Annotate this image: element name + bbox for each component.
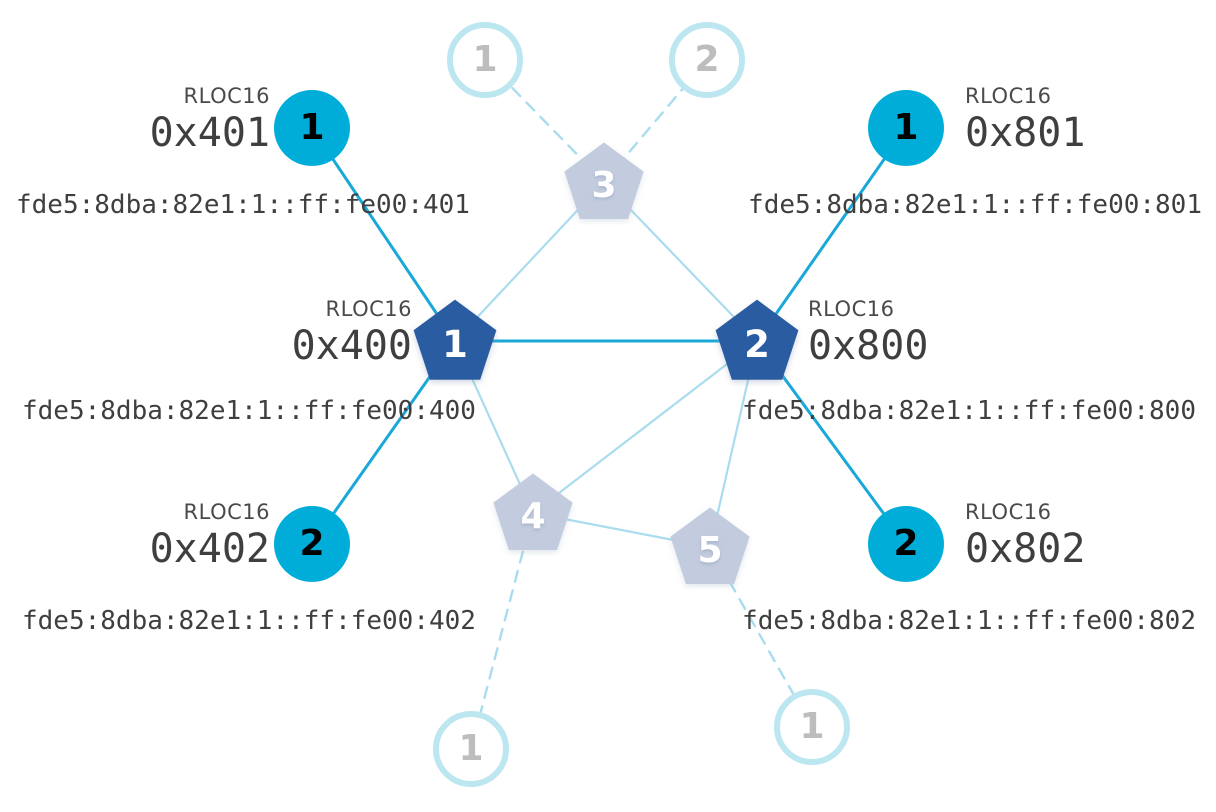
rloc16-caption: RLOC16 (965, 500, 1052, 524)
edge-c801-r800 (755, 126, 908, 343)
router-node-faded-4[interactable]: 4 (490, 470, 576, 556)
ipv6-address-0x802: fde5:8dba:82e1:1::ff:fe00:802 (742, 606, 1196, 636)
pentagon-icon (413, 299, 497, 380)
child-node-0x802[interactable]: 2 (868, 506, 944, 582)
router-node-faded-3[interactable]: 3 (561, 139, 647, 225)
router-number: 3 (591, 164, 617, 206)
pentagon-icon (715, 299, 799, 380)
ghost-number: 2 (694, 39, 720, 80)
child-number: 1 (893, 107, 919, 148)
edge-r800-r4 (531, 339, 759, 515)
ghost-child-bottom-1[interactable]: 1 (433, 711, 509, 787)
router-number: 2 (744, 322, 770, 366)
rloc16-caption: RLOC16 (965, 84, 1052, 108)
rloc16-caption: RLOC16 (808, 297, 895, 321)
edge-r4-g-bottom-1 (469, 511, 535, 751)
rloc16-caption: RLOC16 (183, 500, 270, 524)
router-node-0x800[interactable]: 2 (712, 296, 802, 386)
rloc16-value: 0x400 (291, 323, 412, 369)
label-0x400: RLOC16 0x400 (292, 299, 412, 369)
ghost-number: 1 (472, 39, 498, 80)
rloc16-value: 0x800 (808, 323, 929, 369)
child-node-0x401[interactable]: 1 (274, 90, 350, 166)
label-0x801: RLOC16 0x801 (965, 86, 1085, 156)
rloc16-value: 0x802 (965, 526, 1086, 572)
ghost-child-top-2[interactable]: 2 (669, 22, 745, 98)
label-0x802: RLOC16 0x802 (965, 502, 1085, 572)
edge-c401-r400 (310, 126, 457, 343)
label-0x402: RLOC16 0x402 (150, 502, 270, 572)
ghost-child-top-1[interactable]: 1 (447, 22, 523, 98)
router-number: 4 (520, 495, 546, 537)
router-node-0x400[interactable]: 1 (410, 296, 500, 386)
child-number: 1 (299, 107, 325, 148)
ghost-number: 1 (799, 706, 825, 747)
ipv6-address-0x401: fde5:8dba:82e1:1::ff:fe00:401 (16, 190, 470, 220)
label-0x800: RLOC16 0x800 (808, 299, 928, 369)
ipv6-address-0x800: fde5:8dba:82e1:1::ff:fe00:800 (742, 396, 1196, 426)
rloc16-value: 0x402 (149, 526, 270, 572)
child-node-0x402[interactable]: 2 (274, 506, 350, 582)
rloc16-value: 0x801 (965, 110, 1086, 156)
child-node-0x801[interactable]: 1 (868, 90, 944, 166)
pentagon-icon (670, 507, 750, 584)
label-0x401: RLOC16 0x401 (150, 86, 270, 156)
rloc16-value: 0x401 (149, 110, 270, 156)
child-number: 2 (299, 523, 325, 564)
ghost-number: 1 (458, 728, 484, 769)
router-number: 5 (697, 529, 723, 571)
router-node-faded-5[interactable]: 5 (667, 504, 753, 590)
rloc16-caption: RLOC16 (183, 84, 270, 108)
router-number: 1 (442, 322, 468, 366)
edge-r5-g-bottom-2 (708, 545, 814, 729)
rloc16-caption: RLOC16 (325, 297, 412, 321)
pentagon-icon (493, 473, 573, 550)
ipv6-address-0x801: fde5:8dba:82e1:1::ff:fe00:801 (748, 190, 1202, 220)
child-number: 2 (893, 523, 919, 564)
ipv6-address-0x402: fde5:8dba:82e1:1::ff:fe00:402 (22, 606, 476, 636)
pentagon-icon (564, 142, 644, 219)
ipv6-address-0x400: fde5:8dba:82e1:1::ff:fe00:400 (22, 396, 476, 426)
ghost-child-bottom-2[interactable]: 1 (774, 689, 850, 765)
